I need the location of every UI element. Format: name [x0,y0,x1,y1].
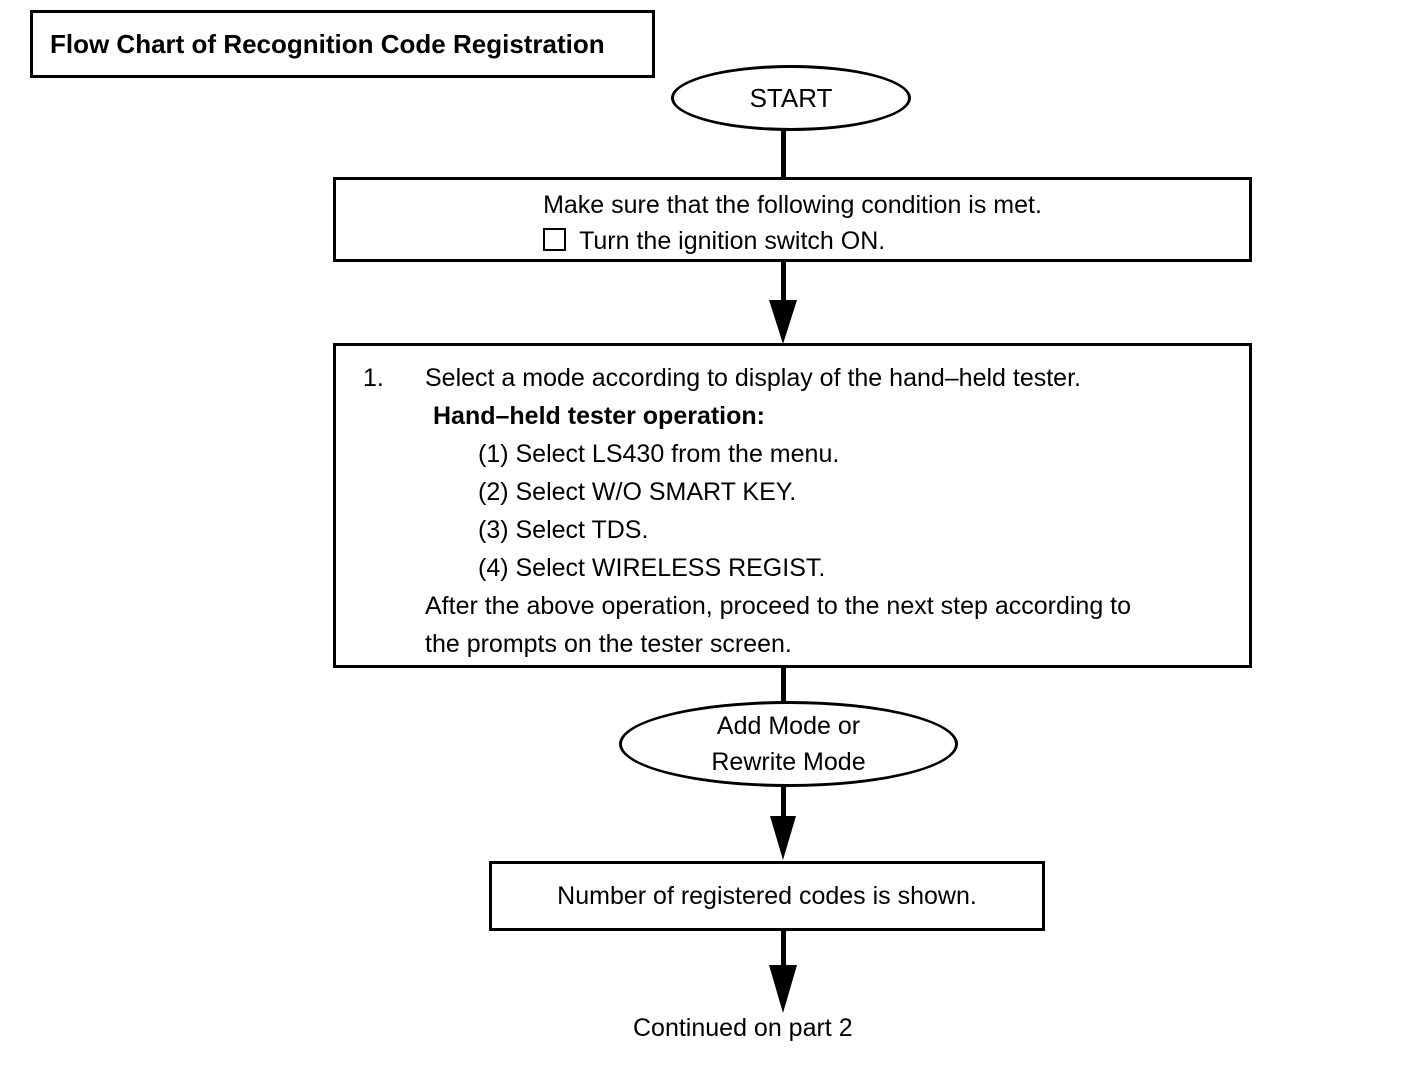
start-node: START [671,65,911,131]
continuation-label: Continued on part 2 [633,1014,853,1042]
checkbox-icon [543,228,567,251]
connector-start-to-condition [781,129,786,180]
title-box: Flow Chart of Recognition Code Registrat… [30,10,655,78]
result-label: Number of registered codes is shown. [557,881,977,910]
step-subheading: Hand–held tester operation: [433,402,765,430]
condition-checkbox-label: Turn the ignition switch ON. [579,227,886,255]
connector-result-to-continuation-line [781,929,786,967]
arrow-down-icon [770,816,796,860]
step-item-text: Select a mode according to display of th… [425,364,1081,392]
condition-line: Make sure that the following condition i… [543,191,1042,219]
condition-checklist-item: Turn the ignition switch ON. [543,223,1042,259]
condition-box: Make sure that the following condition i… [333,177,1252,262]
step-box: 1. Select a mode according to display of… [333,343,1252,668]
start-label: START [749,82,833,113]
step-footer-line-2: the prompts on the tester screen. [425,630,792,658]
connector-mode-to-result-line [781,785,786,818]
condition-content: Make sure that the following condition i… [543,187,1042,259]
arrow-down-icon [769,965,797,1013]
substep-3: (3) Select TDS. [478,516,649,544]
result-box: Number of registered codes is shown. [489,861,1045,931]
step-footer-line-1: After the above operation, proceed to th… [425,592,1132,620]
step-content: 1. Select a mode according to display of… [336,346,1249,663]
substep-2: (2) Select W/O SMART KEY. [478,478,797,506]
step-item: 1. Select a mode according to display of… [336,359,1249,397]
mode-label-line-1: Add Mode or [716,712,861,740]
substep-1: (1) Select LS430 from the menu. [478,440,840,468]
page-title: Flow Chart of Recognition Code Registrat… [50,28,605,59]
connector-step-to-mode [781,666,786,704]
connector-condition-to-step-line [781,260,786,302]
mode-node: Add Mode or Rewrite Mode [619,701,958,787]
arrow-down-icon [769,300,797,344]
step-item-number: 1. [363,364,384,392]
substep-4: (4) Select WIRELESS REGIST. [478,554,826,582]
mode-label-line-2: Rewrite Mode [711,748,866,776]
